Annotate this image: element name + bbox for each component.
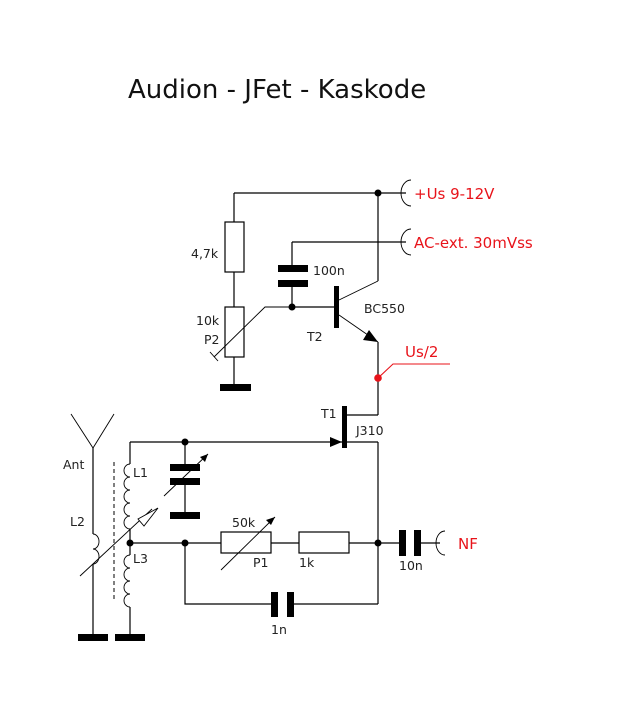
l1-label: L1 (133, 465, 148, 480)
resistor-4k7: 4,7k (191, 193, 245, 307)
p2-ref-label: P2 (204, 332, 220, 347)
r1k-body (298, 531, 350, 554)
variable-arrow-icon (200, 454, 208, 462)
supply-rail: +Us 9-12V (234, 179, 495, 281)
ground-icon (170, 512, 200, 519)
p2-value-label: 10k (196, 313, 220, 328)
coupling-arrow (79, 507, 159, 577)
output-stage: 10n NF (399, 530, 478, 573)
t2-type-label: BC550 (364, 301, 405, 316)
variable-capacitor (163, 438, 209, 519)
ac-ext-line: AC-ext. 30mVss (291, 228, 533, 267)
ground-icon (220, 384, 251, 391)
p1-ref-label: P1 (253, 555, 269, 570)
ground-icon (115, 634, 145, 641)
resistor-4k7-label: 4,7k (191, 246, 219, 261)
output-label: NF (458, 535, 478, 553)
ground-icon (78, 634, 108, 641)
gate-arrow-icon (330, 437, 342, 447)
coupling-arrow-icon (137, 507, 159, 527)
feedback-network: 50k P1 1k 1n (130, 515, 399, 637)
p1-arrow-icon (266, 517, 275, 525)
transistor-t2: BC550 T2 (292, 280, 405, 415)
antenna-icon (70, 413, 115, 449)
ac-ext-terminal-icon (400, 228, 412, 256)
supply-label: +Us 9-12V (414, 185, 495, 203)
c1n-label: 1n (271, 622, 287, 637)
c10n-label: 10n (399, 558, 423, 573)
output-terminal-icon (435, 530, 446, 556)
emitter-arrow-icon (363, 330, 378, 342)
p1-value-label: 50k (232, 515, 256, 530)
junction-dot (374, 539, 382, 547)
antenna-l2: Ant L2 (63, 413, 115, 641)
antenna-label: Ant (63, 457, 84, 472)
diagram-title: Audion - JFet - Kaskode (128, 75, 426, 105)
l3-label: L3 (133, 551, 148, 566)
t1-type-label: J310 (355, 423, 384, 438)
coil-l1-l3: L1 L3 (115, 442, 148, 641)
p1-body (220, 531, 272, 554)
t1-ref-label: T1 (320, 406, 337, 421)
supply-terminal-icon (400, 179, 412, 207)
l2-label: L2 (70, 514, 85, 529)
midpoint-annotation: Us/2 (374, 343, 450, 382)
c100n-label: 100n (313, 263, 345, 278)
r1k-label: 1k (299, 555, 315, 570)
t2-ref-label: T2 (306, 329, 323, 344)
potentiometer-p2: 10k P2 (196, 306, 292, 391)
transistor-t1: T1 J310 (130, 406, 384, 604)
ac-ext-label: AC-ext. 30mVss (414, 234, 533, 252)
midpoint-label: Us/2 (405, 343, 438, 361)
